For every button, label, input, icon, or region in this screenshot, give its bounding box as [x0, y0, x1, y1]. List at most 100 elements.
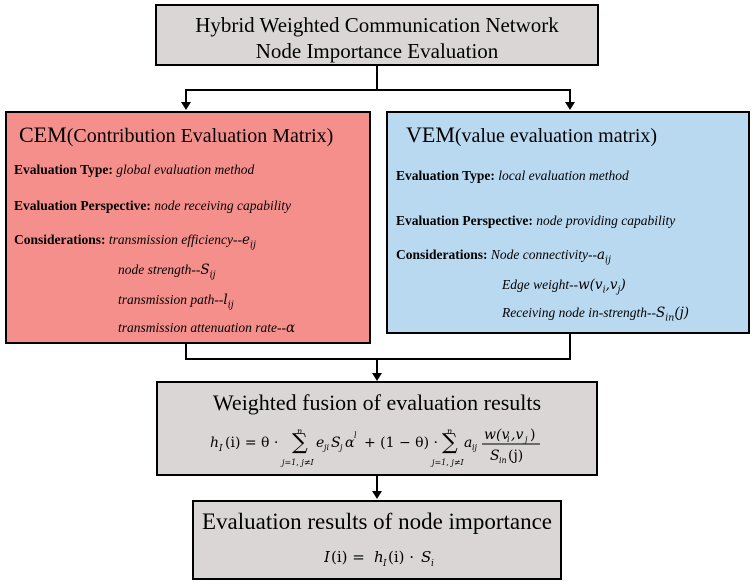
cem-persp-row: Evaluation Perspective: node receiving c… [14, 197, 291, 215]
svg-text:,v: ,v [511, 427, 523, 443]
vem-item-2-sym: S [655, 305, 666, 321]
connector-right-down [569, 89, 571, 103]
cem-item-1-sub: ij [209, 269, 216, 281]
svg-text:a: a [464, 435, 472, 451]
cem-type-value: global evaluation method [116, 162, 255, 177]
connector-cem-down [185, 344, 187, 359]
cem-item-1-text: node strength-- [118, 262, 201, 277]
vem-item-0-text: Node connectivity-- [490, 247, 597, 262]
svg-text:S: S [421, 548, 431, 566]
svg-text:S: S [490, 448, 500, 464]
cem-title-abbr: CEM [19, 122, 67, 147]
svg-text:j: j [338, 443, 343, 452]
svg-text:l: l [354, 431, 357, 440]
svg-text:j: j [523, 435, 528, 444]
vem-type-value: local evaluation method [498, 168, 629, 183]
vem-item-0-sym: a [596, 247, 606, 263]
vem-persp-value: node providing capability [536, 213, 676, 228]
vem-considerations-row: Considerations: Node connectivity--aij [396, 246, 611, 270]
result-title: Evaluation results of node importance [201, 509, 552, 534]
arrow-to-result [372, 491, 382, 499]
cem-cons-label: Considerations: [14, 232, 106, 247]
vem-box: VEM(value evaluation matrix) Evaluation … [386, 111, 750, 334]
cem-persp-value: node receiving capability [154, 198, 291, 213]
vem-item-2-text: Receiving node in-strength-- [502, 305, 656, 320]
vem-item-2-sub: in [665, 312, 675, 324]
connector-to-fusion [376, 358, 378, 374]
vem-item-1: Edge weight--w(vi,vj) [502, 276, 626, 300]
connector-to-result [376, 476, 378, 492]
vem-item-1-sub: i [602, 284, 606, 296]
svg-text:w(v: w(v [484, 427, 509, 443]
vem-type-row: Evaluation Type: local evaluation method [396, 167, 629, 185]
cem-item-1: node strength--Sij [118, 261, 216, 285]
vem-item-1-rest: ,vj) [605, 277, 626, 296]
cem-item-1-sym: S [200, 262, 210, 278]
cem-item-2-sym: l [223, 292, 228, 308]
cem-item-0-sub: ij [250, 239, 256, 251]
vem-type-label: Evaluation Type: [396, 168, 495, 183]
svg-text:in: in [499, 456, 507, 465]
top-title-line2: Node Importance Evaluation [255, 39, 499, 63]
cem-persp-label: Evaluation Perspective: [14, 198, 151, 213]
vem-item-1-text: Edge weight-- [502, 277, 579, 292]
svg-text:I: I [382, 559, 387, 569]
vem-persp-row: Evaluation Perspective: node providing c… [396, 212, 675, 230]
top-title-line1: Hybrid Weighted Communication Network [195, 13, 559, 37]
top-box: Hybrid Weighted Communication Network No… [155, 4, 599, 66]
svg-text:α: α [345, 435, 355, 451]
svg-text:∑: ∑ [442, 430, 458, 455]
cem-item-3: transmission attenuation rate--α [118, 319, 295, 337]
svg-text:(j): (j) [508, 448, 523, 464]
svg-text:i: i [507, 435, 510, 444]
svg-text:∑: ∑ [292, 430, 308, 455]
arrow-to-cem [181, 102, 191, 110]
vem-item-0-sub: ij [605, 254, 611, 266]
cem-item-2-sub: ij [227, 299, 234, 311]
svg-text:I: I [324, 548, 331, 566]
top-title: Hybrid Weighted Communication Network No… [157, 12, 597, 64]
connector-top-down [376, 66, 378, 90]
svg-text:+ (1 − θ) ·: + (1 − θ) · [364, 435, 438, 451]
cem-item-0-text: transmission efficiency-- [108, 232, 242, 247]
svg-text:S: S [331, 435, 341, 451]
cem-item-2-text: transmission path-- [118, 292, 224, 307]
connector-vem-down [569, 334, 571, 359]
svg-text:ji: ji [322, 443, 329, 452]
svg-text:n: n [297, 427, 302, 436]
fusion-title: Weighted fusion of evaluation results [212, 390, 542, 415]
cem-title: CEM(Contribution Evaluation Matrix) [19, 121, 333, 150]
svg-text:j=1, j≠I: j=1, j≠I [430, 458, 465, 467]
svg-text:): ) [530, 427, 535, 443]
svg-text:(i) ·: (i) · [388, 548, 414, 566]
connector-bottom-horizontal [185, 358, 571, 360]
svg-text:I: I [218, 444, 223, 454]
svg-text:e: e [316, 435, 324, 451]
vem-persp-label: Evaluation Perspective: [396, 213, 533, 228]
svg-text:j=1, j≠I: j=1, j≠I [280, 458, 315, 467]
vem-title-abbr: VEM [406, 122, 455, 147]
cem-item-3-sym: α [286, 320, 296, 336]
svg-text:ij: ij [472, 443, 478, 452]
vem-title: VEM(value evaluation matrix) [406, 121, 657, 150]
result-box: Evaluation results of node importance I … [192, 500, 562, 580]
svg-text:h: h [210, 435, 219, 451]
svg-text:(i) = θ ·: (i) = θ · [225, 435, 278, 451]
cem-considerations-row: Considerations: transmission efficiency-… [14, 231, 256, 255]
svg-text:h: h [374, 548, 384, 566]
cem-type-row: Evaluation Type: global evaluation metho… [14, 161, 254, 179]
svg-text:(i) =: (i) = [331, 548, 365, 566]
cem-title-full: (Contribution Evaluation Matrix) [66, 125, 334, 147]
cem-box: CEM(Contribution Evaluation Matrix) Eval… [5, 111, 371, 344]
vem-item-2: Receiving node in-strength--Sin(j) [502, 304, 689, 328]
vem-item-2-rest: (j) [674, 305, 690, 321]
cem-item-3-text: transmission attenuation rate-- [118, 320, 286, 335]
arrow-to-fusion [372, 373, 382, 381]
vem-title-full: (value evaluation matrix) [454, 125, 658, 147]
cem-type-label: Evaluation Type: [14, 162, 113, 177]
cem-item-2: transmission path--lij [118, 291, 234, 315]
